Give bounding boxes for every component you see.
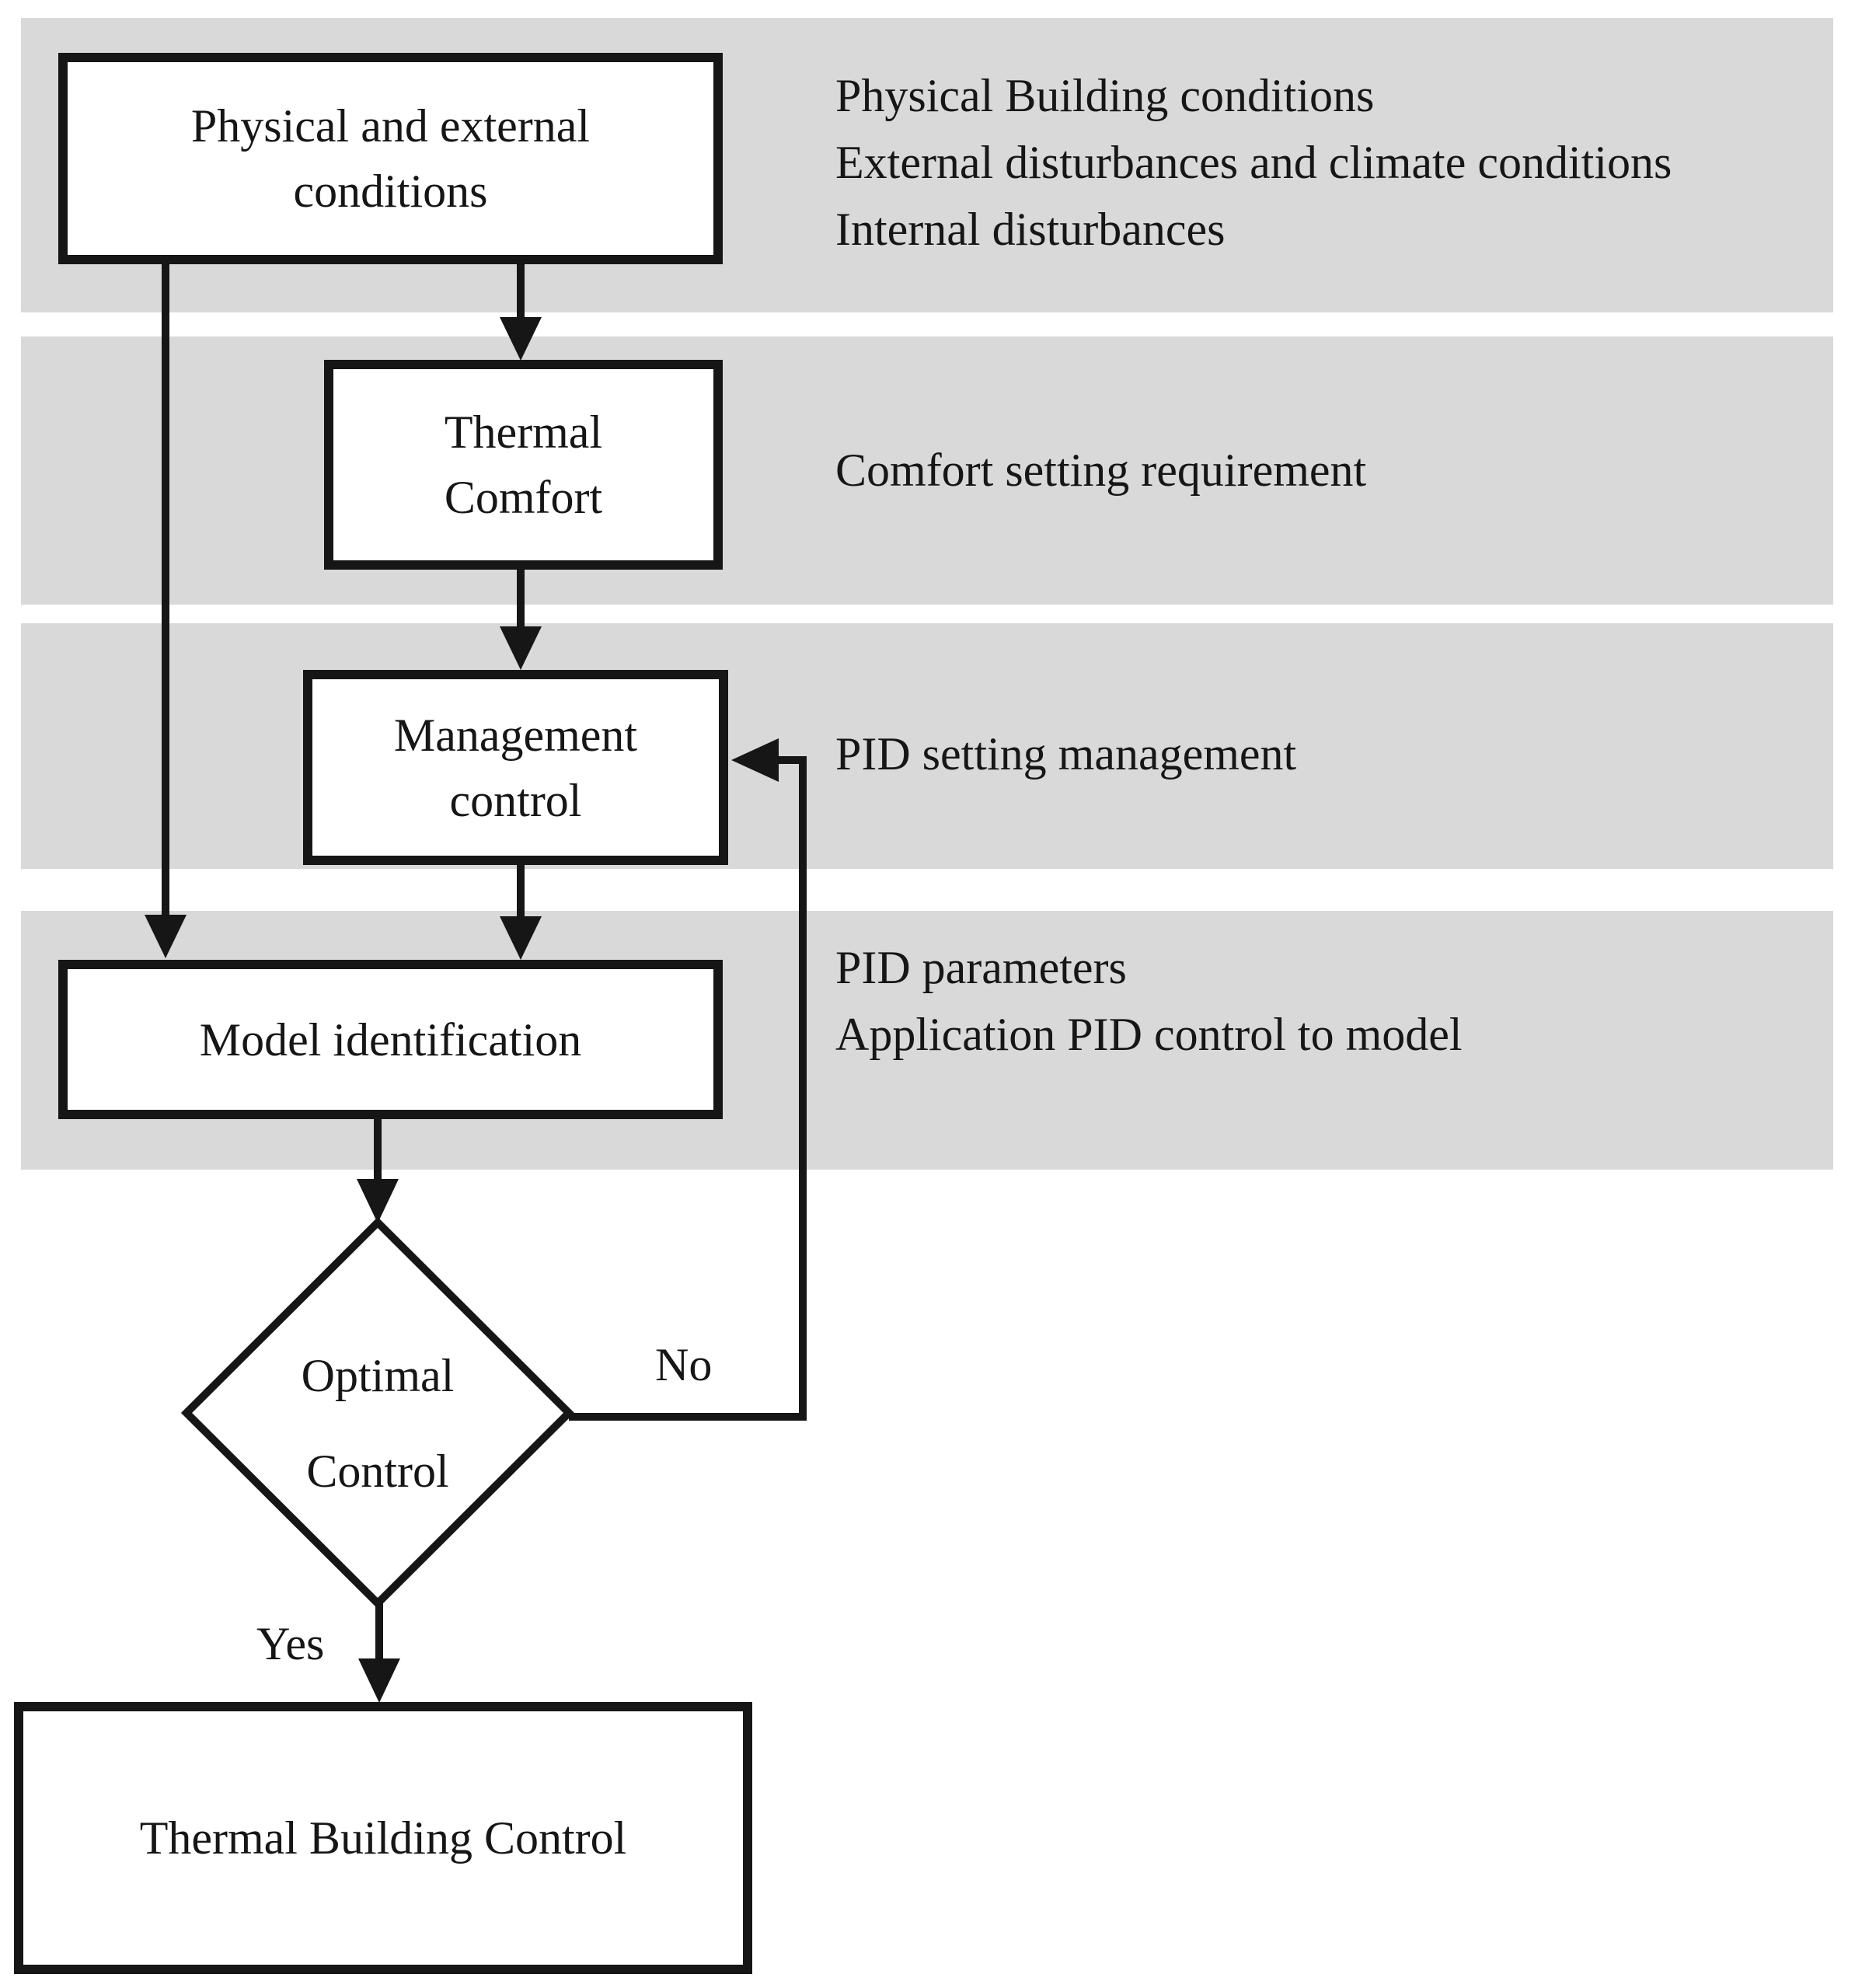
decision-label: Control <box>306 1446 449 1497</box>
node-label: Physical and external <box>190 100 591 152</box>
node-management-control: Management control <box>303 670 728 865</box>
annotation-band-4: PID parameters Application PID control t… <box>835 934 1463 1068</box>
arrowhead-down-icon <box>500 317 542 361</box>
node-optimal-control-diamond <box>180 1216 575 1610</box>
annotation-line: External disturbances and climate condit… <box>835 137 1672 188</box>
node-label: Comfort <box>444 472 603 523</box>
annotation-band-3: PID setting management <box>835 720 1296 787</box>
annotation-band-1: Physical Building conditions External di… <box>835 62 1672 263</box>
band-row-2 <box>21 337 1833 605</box>
node-model-identification: Model identification <box>58 960 723 1119</box>
node-thermal-comfort: Thermal Comfort <box>324 360 723 570</box>
node-label: Management <box>393 709 638 761</box>
node-label: Thermal <box>444 406 603 458</box>
arrowhead-down-icon <box>357 1179 399 1223</box>
node-label: control <box>449 774 582 826</box>
arrowhead-left-icon <box>731 738 779 782</box>
arrowhead-down-icon <box>145 915 187 958</box>
annotation-band-2: Comfort setting requirement <box>835 437 1366 504</box>
annotation-line: PID setting management <box>835 728 1297 780</box>
annotation-line: Application PID control to model <box>835 1009 1463 1060</box>
decision-label: Optimal <box>301 1350 455 1401</box>
node-label: conditions <box>293 166 488 217</box>
annotation-line: PID parameters <box>835 942 1127 993</box>
node-label: Thermal Building Control <box>139 1812 627 1864</box>
arrowhead-down-icon <box>358 1658 400 1703</box>
node-thermal-building-control: Thermal Building Control <box>14 1702 752 1974</box>
annotation-line: Internal disturbances <box>835 204 1226 255</box>
node-label: Model identification <box>199 1013 582 1065</box>
arrowhead-down-icon <box>500 916 542 960</box>
no-branch-label: No <box>655 1339 713 1390</box>
annotation-line: Physical Building conditions <box>835 70 1375 121</box>
arrowhead-down-icon <box>500 626 542 670</box>
annotation-line: Comfort setting requirement <box>835 445 1367 496</box>
yes-branch-label: Yes <box>256 1618 325 1669</box>
node-physical-conditions: Physical and external conditions <box>58 53 723 264</box>
edge-no-feedback <box>569 756 807 1421</box>
